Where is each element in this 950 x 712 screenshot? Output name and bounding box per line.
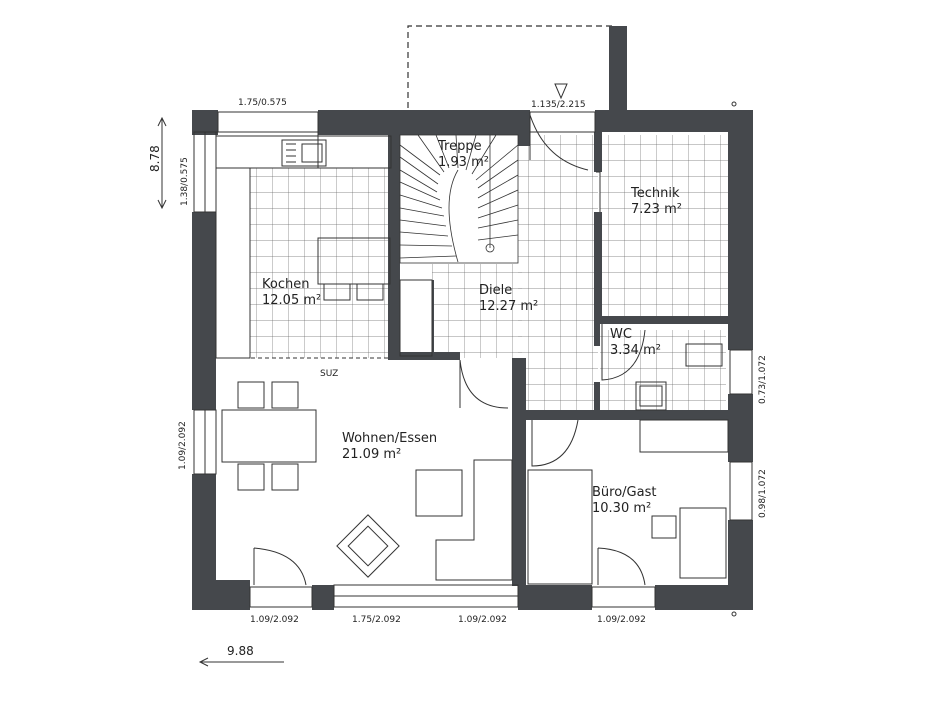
wc-label: WC 3.34 m²	[610, 327, 661, 359]
buero-name: Büro/Gast	[592, 485, 657, 500]
tiled-floors	[250, 135, 728, 413]
wohnen-name: Wohnen/Essen	[342, 431, 438, 446]
dim-total-width: 9.88	[227, 644, 254, 658]
kochen-area: 12.05 m²	[262, 293, 322, 308]
kochen-name: Kochen	[262, 277, 310, 292]
wohnen-area: 21.09 m²	[342, 447, 402, 462]
dim-top-window: 1.75/0.575	[238, 98, 287, 108]
carport-outline	[407, 25, 612, 108]
hall-tiles-lower	[432, 264, 522, 358]
dim-bottom-4: 1.09/2.092	[597, 615, 646, 625]
doors	[253, 114, 646, 586]
wc-name: WC	[610, 327, 632, 342]
diele-name: Diele	[479, 283, 513, 298]
furniture	[221, 343, 729, 585]
dim-left-top-window: 1.38/0.575	[180, 157, 190, 206]
suz-label: SUZ	[320, 369, 339, 379]
diele-label: Diele 12.27 m²	[479, 283, 538, 315]
technik-area: 7.23 m²	[631, 202, 682, 217]
staircase	[399, 134, 519, 264]
treppe-area: 1.93 m²	[438, 155, 489, 170]
buero-area: 10.30 m²	[592, 501, 652, 516]
treppe-label: Treppe 1.93 m²	[438, 139, 489, 171]
dim-bottom-1: 1.09/2.092	[250, 615, 299, 625]
kochen-label: Kochen 12.05 m²	[262, 277, 321, 309]
dim-right-office-window: 0.98/1.072	[758, 469, 768, 518]
dim-bottom-2: 1.75/2.092	[352, 615, 401, 625]
windows	[193, 111, 753, 608]
technik-name: Technik	[631, 186, 680, 201]
kitchen-tiles	[250, 168, 390, 358]
diele-area: 12.27 m²	[479, 299, 539, 314]
dim-bottom-3: 1.09/2.092	[458, 615, 507, 625]
dim-left-mid-window: 1.09/2.092	[178, 421, 188, 470]
hall-tiles	[518, 135, 598, 413]
dim-entrance: 1.135/2.215	[531, 100, 586, 110]
technik-tiles	[600, 135, 728, 317]
wc-area: 3.34 m²	[610, 343, 661, 358]
dim-total-depth: 8.78	[148, 145, 162, 172]
walls	[192, 26, 753, 610]
thin-lines	[215, 131, 433, 359]
wohnen-label: Wohnen/Essen 21.09 m²	[342, 431, 437, 463]
dimension-lines	[157, 83, 737, 667]
technik-label: Technik 7.23 m²	[631, 186, 682, 218]
treppe-name: Treppe	[438, 139, 482, 154]
dim-right-wc-window: 0.73/1.072	[758, 355, 768, 404]
buero-label: Büro/Gast 10.30 m²	[592, 485, 656, 517]
